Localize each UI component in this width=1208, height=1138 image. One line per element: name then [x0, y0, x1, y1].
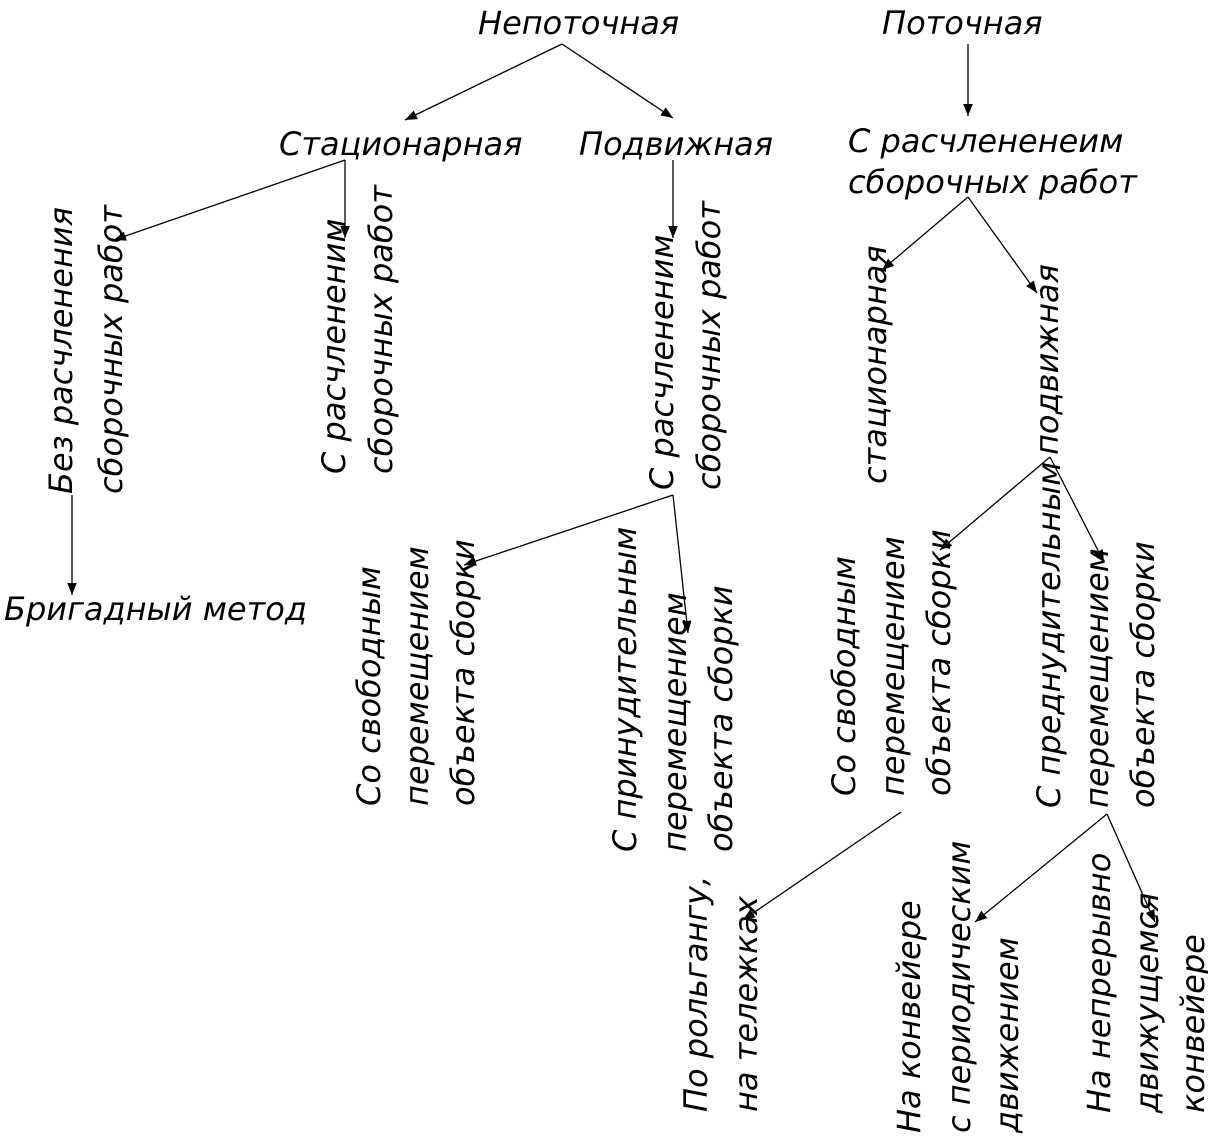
arrow-prednuditelnym-to-periodic [974, 813, 1108, 923]
arrow-flow-to-podvizhnaya [967, 196, 1038, 294]
node-periodic-line1: На конвейере [890, 900, 928, 1133]
node-bez-raschleneniya-line1: Без расчленения [42, 207, 80, 494]
node-continuous-line3: конвейере [1174, 934, 1208, 1113]
arrow-podv-rasch-to-prinuditelnym [672, 494, 692, 634]
node-svobodnym-b-line3: объекта сборки [920, 529, 958, 796]
node-statsionarnaya: Стационарная [279, 125, 522, 163]
horizontal-labels: Непоточная Поточная Стационарная Подвижн… [4, 4, 1138, 628]
node-prednuditelnym-line2: перемещением [1078, 548, 1116, 808]
arrow-flow-podv-to-prednuditelnym [1049, 456, 1105, 563]
arrow-nepotochnaya-to-podvizhnaya [561, 43, 674, 119]
node-svobodnym-b-line1: Со свободным [825, 556, 863, 796]
node-periodic-line2: с периодическим [940, 841, 978, 1133]
node-s-rasch-podv-line1: С расчлененим [643, 234, 681, 490]
arrow-svobodnym-to-rolgang [742, 811, 902, 921]
node-flow-statsionarnaya: стационарная [856, 245, 894, 484]
arrow-prednuditelnym-to-continuous [1106, 813, 1156, 923]
vertical-labels: Без расчленения сборочных работ С расчле… [42, 184, 1208, 1134]
node-bez-raschleneniya-line2: сборочных работ [92, 204, 130, 494]
node-brigadny-metod: Бригадный метод [4, 590, 307, 628]
arrow-nepotochnaya-to-statsionarnaya [404, 43, 563, 121]
node-s-rasch-podv-line2: сборочных работ [690, 200, 728, 490]
node-svobodnym-b-line2: перемещением [874, 536, 912, 796]
node-continuous-line1: На непрерывно [1080, 853, 1118, 1113]
node-svobodnym-a-line1: Со свободным [350, 566, 388, 806]
node-prednuditelnym-line1: С преднудительным [1030, 462, 1068, 808]
node-s-raschleneniem-flow-line1: С расчлененеим [848, 122, 1123, 160]
node-periodic-line3: движением [988, 937, 1026, 1134]
node-nepotochnaya: Непоточная [478, 4, 679, 42]
node-prinuditelnym-line2: перемещением [656, 592, 694, 852]
node-prednuditelnym-line3: объекта сборки [1124, 541, 1162, 808]
node-podvizhnaya: Подвижная [579, 125, 773, 163]
node-prinuditelnym-line3: объекта сборки [702, 585, 740, 852]
node-prinuditelnym-line1: С принудительным [606, 527, 644, 852]
node-svobodnym-a-line3: объекта сборки [444, 539, 482, 806]
node-s-rasch-stat-line2: сборочных работ [362, 184, 400, 474]
arrow-statsionarnaya-to-bez-raschleneniya [113, 159, 346, 241]
node-continuous-line2: движущемся [1128, 893, 1166, 1114]
node-flow-podvizhnaya: подвижная [1028, 264, 1066, 455]
node-rolgang-line2: на тележках [727, 895, 765, 1112]
arrow-podv-rasch-to-svobodnym [463, 494, 674, 566]
arrow-flow-podv-to-svobodnym [939, 456, 1051, 551]
arrow-flow-to-statsionarnaya [881, 196, 969, 271]
node-svobodnym-a-line2: перемещением [398, 546, 436, 806]
edges [67, 43, 1156, 923]
node-rolgang-line1: По рольгангу, [677, 876, 715, 1112]
node-potochnaya: Поточная [882, 4, 1043, 42]
node-s-raschleneniem-flow-line2: сборочных работ [848, 163, 1138, 201]
node-s-rasch-stat-line1: С расчлененим [315, 218, 353, 474]
